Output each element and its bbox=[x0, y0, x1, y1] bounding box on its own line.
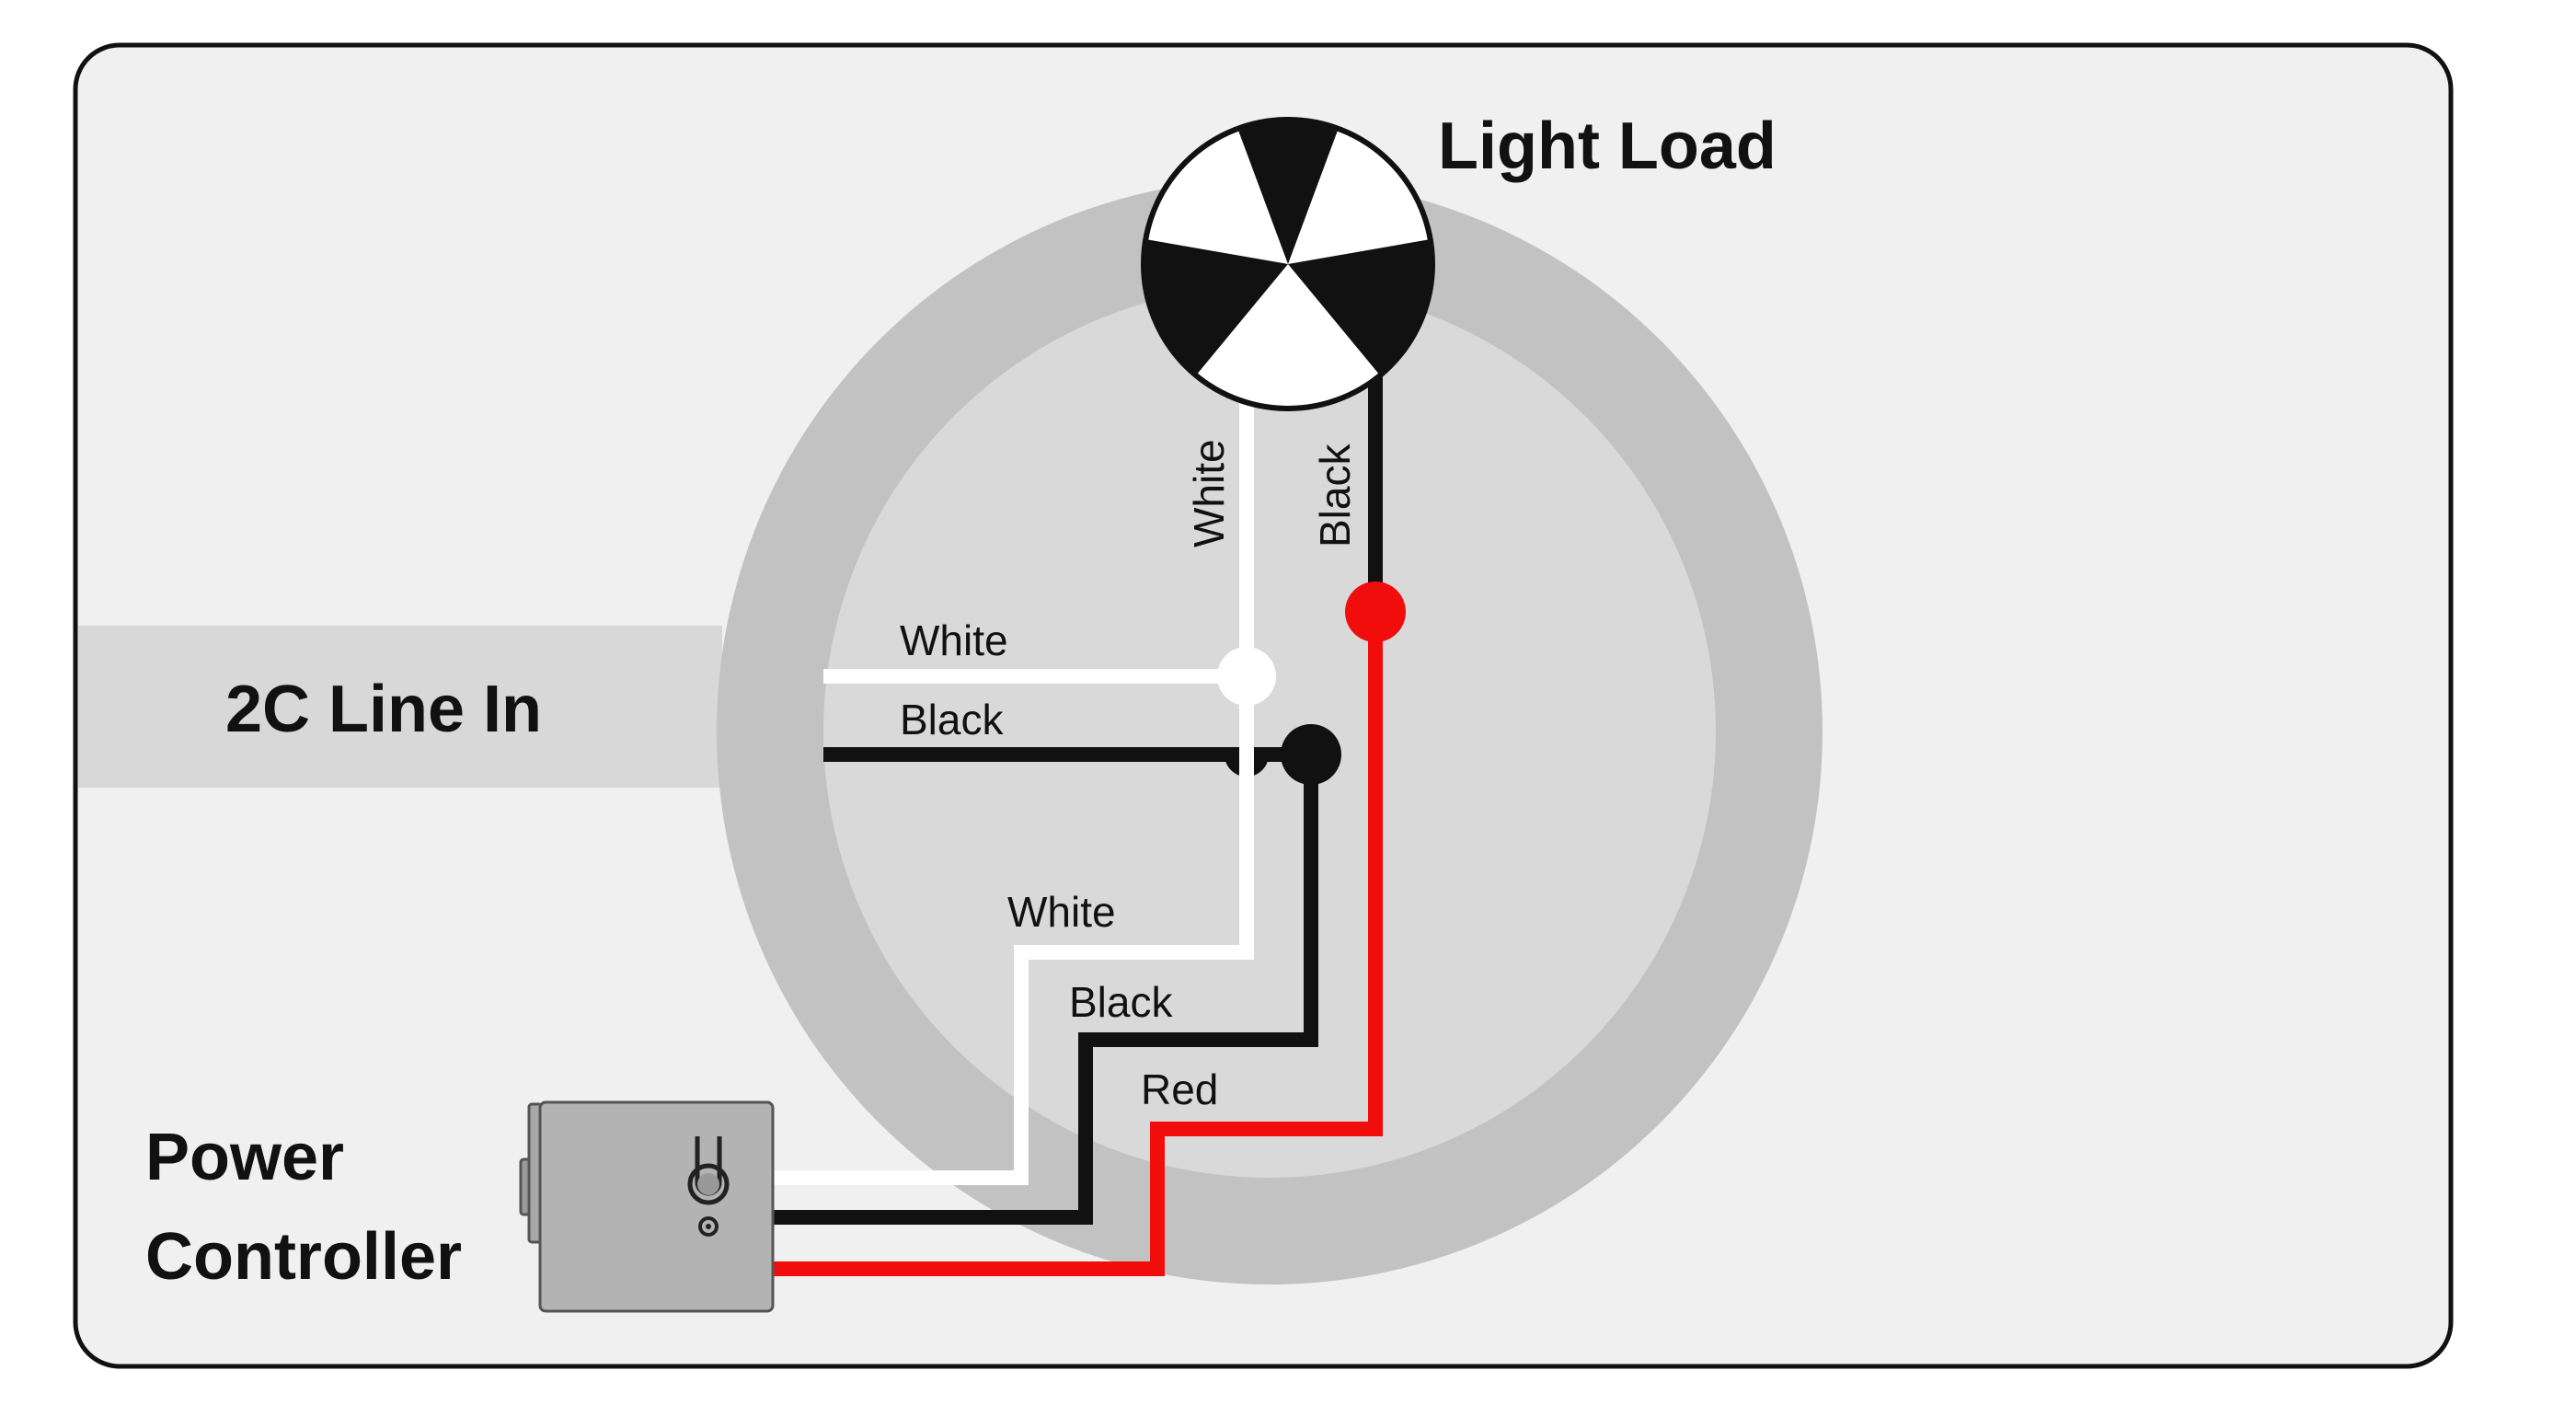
power-controller-label-line1: Power bbox=[145, 1121, 344, 1194]
controller-black-wire bbox=[773, 754, 1318, 1225]
load-black-label: Black bbox=[1311, 443, 1359, 547]
line-in-band bbox=[78, 626, 722, 788]
controller-white-wire bbox=[773, 676, 1254, 1185]
light-load-icon bbox=[1141, 117, 1435, 411]
red-black-splice-node bbox=[1345, 582, 1406, 642]
black-splice-node bbox=[1281, 724, 1341, 785]
power-controller-label-line2: Controller bbox=[145, 1220, 462, 1294]
light-load-label: Light Load bbox=[1438, 109, 1777, 183]
line-in-label: 2C Line In bbox=[225, 673, 542, 746]
line-white-label: White bbox=[900, 616, 1008, 664]
line-black-label: Black bbox=[900, 696, 1004, 743]
controller-red-wire bbox=[773, 612, 1383, 1276]
controller-white-label: White bbox=[1007, 888, 1116, 936]
load-white-label: White bbox=[1185, 439, 1233, 547]
power-controller-icon bbox=[519, 1100, 775, 1313]
controller-black-label: Black bbox=[1069, 978, 1173, 1026]
white-splice-node bbox=[1217, 647, 1276, 706]
controller-red-label: Red bbox=[1141, 1065, 1218, 1113]
